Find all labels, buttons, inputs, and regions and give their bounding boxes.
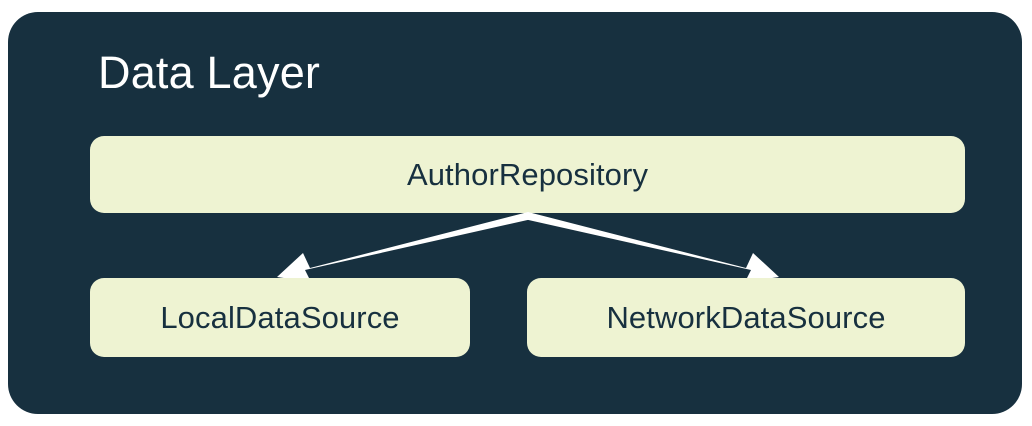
node-network-data-source[interactable]: NetworkDataSource <box>527 278 965 357</box>
node-network-data-source-label: NetworkDataSource <box>606 299 886 335</box>
node-local-data-source-label: LocalDataSource <box>160 299 400 335</box>
node-author-repository[interactable]: AuthorRepository <box>90 136 965 213</box>
page-title: Data Layer <box>98 47 321 98</box>
node-local-data-source[interactable]: LocalDataSource <box>90 278 470 357</box>
node-author-repository-label: AuthorRepository <box>406 156 649 192</box>
